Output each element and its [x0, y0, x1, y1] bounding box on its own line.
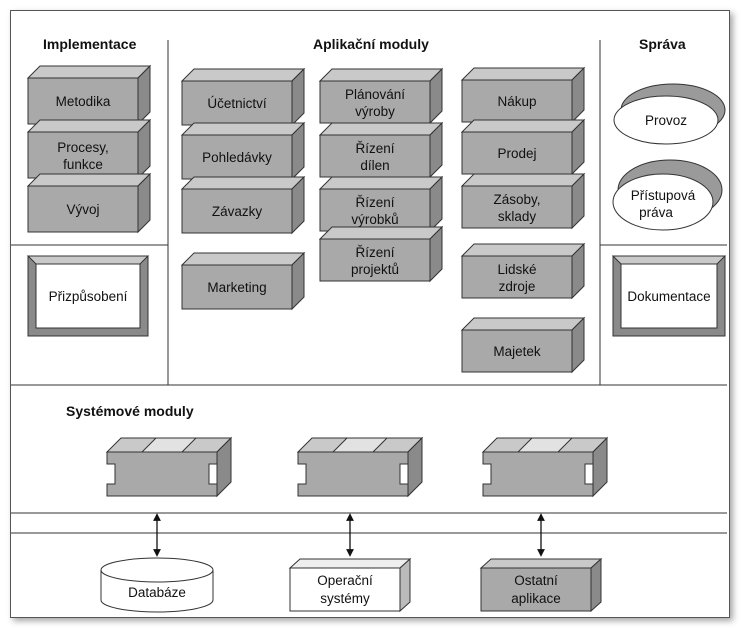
customization-label: Přizpůsobení [49, 289, 128, 304]
system-module-3 [481, 436, 609, 498]
app-col2-module-0-label-2: výroby [355, 104, 395, 119]
pristupova-label-2: práva [639, 205, 673, 220]
impl-module-2: Vývoj [26, 172, 152, 234]
impl-module-1: Procesy, funkce [26, 118, 152, 180]
app-col2-module-3-label-1: Řízení [355, 245, 394, 260]
app-col3-module-2: Zásoby, sklady [460, 172, 586, 230]
app-col2-module-2-label-2: výrobků [351, 212, 398, 227]
app-col1-module-1: Pohledávky [180, 121, 306, 181]
app-col2-module-1-label-2: dílen [360, 158, 389, 173]
app-col2-module-0: Plánování výroby [318, 67, 444, 125]
app-col3-module-3: Lidské zdroje [460, 242, 586, 300]
app-col1-module-1-label-1: Pohledávky [202, 150, 272, 165]
app-col3-module-0: Nákup [460, 66, 586, 124]
app-col3-module-2-label-1: Zásoby, [493, 192, 540, 207]
system-module-1 [105, 436, 233, 498]
app-col3-module-1: Prodej [460, 118, 586, 176]
impl-module-1-label-2: funkce [63, 157, 103, 172]
app-col2-module-3: Řízení projektů [318, 225, 444, 283]
impl-module-1-label-1: Procesy, [57, 140, 109, 155]
operacni-label-1: Operační [317, 573, 373, 588]
ostatni-label-2: aplikace [511, 591, 561, 606]
provoz-label: Provoz [645, 113, 687, 128]
pristupova-label-1: Přístupová [631, 188, 696, 203]
app-col1-module-0-label-1: Účetnictví [207, 96, 267, 111]
app-col2-module-2-label-1: Řízení [355, 195, 394, 210]
app-col2-module-0-label-1: Plánování [345, 87, 405, 102]
database-cylinder: Databáze [100, 557, 214, 613]
app-col3-module-4: Majetek [460, 316, 586, 374]
app-col1-module-0: Účetnictví [180, 67, 306, 127]
app-col1-module-2-label-1: Závazky [212, 204, 263, 219]
provoz-ellipse: Provoz [613, 83, 726, 145]
ostatni-aplikace-box: Ostatní aplikace [479, 557, 603, 613]
app-col2-module-1: Řízení dílen [318, 121, 444, 179]
impl-module-0-label-1: Metodika [56, 94, 111, 109]
app-col2-module-3-label-2: projektů [351, 262, 399, 277]
customization-box: Přizpůsobení [26, 255, 150, 337]
app-col2-module-1-label-1: Řízení [355, 141, 394, 156]
pristupova-prava-ellipse: Přístupová práva [612, 159, 723, 231]
system-module-2 [296, 436, 424, 498]
header-aplikacni-moduly: Aplikační moduly [313, 36, 429, 52]
app-col3-module-1-label-1: Prodej [497, 146, 536, 161]
app-col3-module-3-label-2: zdroje [499, 279, 536, 294]
header-implementace: Implementace [43, 36, 137, 52]
marketing-module: Marketing [180, 251, 306, 311]
marketing-module-label-1: Marketing [207, 280, 266, 295]
documentation-box: Dokumentace [611, 255, 727, 337]
app-col1-module-2: Závazky [180, 175, 306, 235]
databaze-label: Databáze [128, 585, 186, 600]
impl-module-0: Metodika [26, 64, 152, 126]
app-col3-module-3-label-1: Lidské [497, 262, 536, 277]
header-systemove-moduly: Systémové moduly [66, 403, 194, 419]
operacni-label-2: systémy [320, 591, 370, 606]
app-col3-module-2-label-2: sklady [498, 209, 537, 224]
impl-module-2-label-1: Vývoj [66, 202, 99, 217]
app-col2-module-2: Řízení výrobků [318, 175, 444, 233]
header-sprava: Správa [639, 36, 686, 52]
app-col3-module-4-label-1: Majetek [493, 344, 541, 359]
app-col3-module-0-label-1: Nákup [497, 94, 536, 109]
operacni-systemy-box: Operační systémy [288, 557, 412, 613]
ostatni-label-1: Ostatní [514, 573, 558, 588]
documentation-label: Dokumentace [627, 289, 710, 304]
